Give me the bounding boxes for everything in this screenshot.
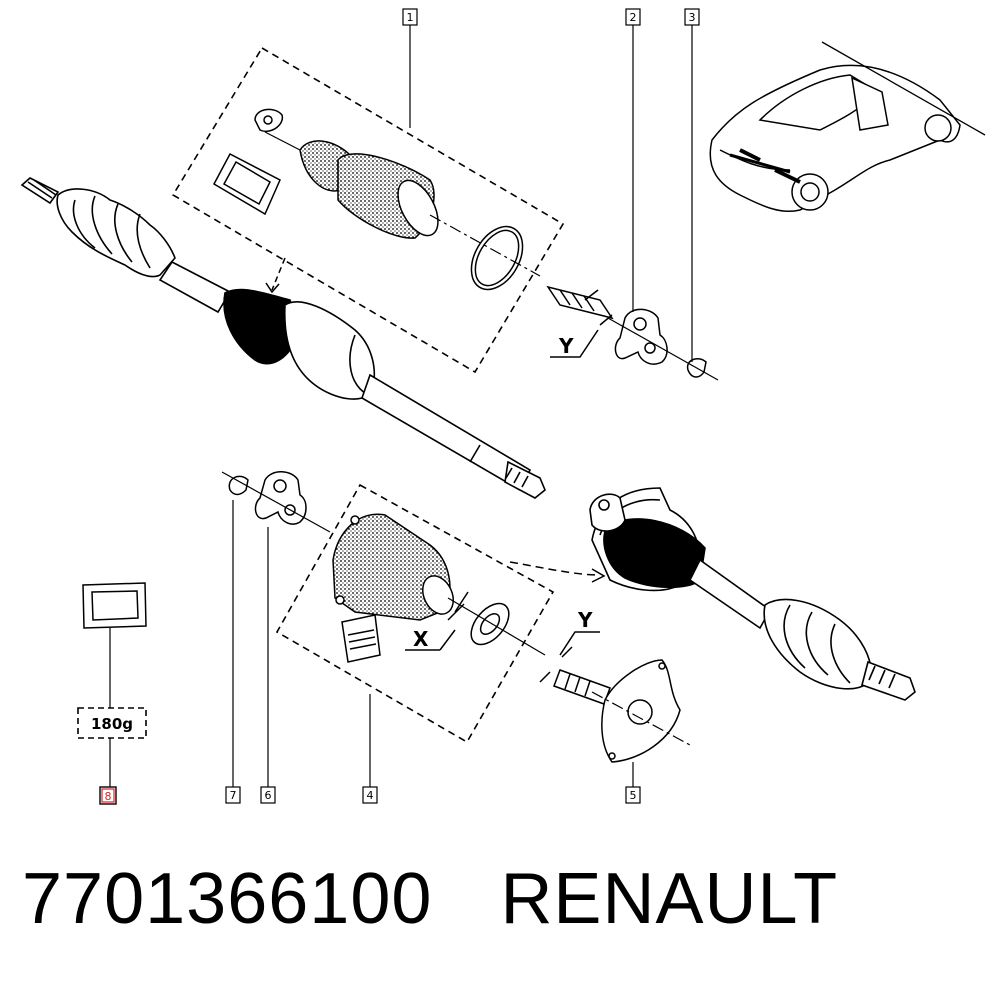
svg-text:7: 7 (230, 789, 237, 802)
svg-text:3: 3 (689, 11, 696, 24)
dimension-y-upper-label: Y (558, 334, 574, 358)
callout-3: 3 (684, 8, 700, 26)
svg-text:6: 6 (265, 789, 272, 802)
svg-text:2: 2 (630, 11, 637, 24)
upper-drive-shaft (20, 177, 546, 499)
svg-text:5: 5 (630, 789, 637, 802)
kit-4-boundary (275, 483, 555, 744)
svg-text:8: 8 (105, 790, 112, 803)
grease-sachet (82, 582, 147, 629)
brand-name: RENAULT (500, 859, 839, 939)
callout-1: 1 (402, 8, 418, 26)
callout-5: 5 (625, 786, 641, 804)
part-number: 7701366100 (22, 859, 433, 939)
svg-text:1: 1 (407, 11, 414, 24)
tripod-assembly-upper (546, 285, 707, 378)
dimension-x-label: X (413, 627, 429, 651)
dimension-x (405, 591, 469, 651)
callout-6: 6 (260, 786, 276, 804)
callout-2: 2 (625, 8, 641, 26)
kit-1-boundary (171, 46, 565, 374)
grease-quantity: 180g (91, 715, 133, 733)
dimension-y-upper (550, 289, 613, 358)
callout-leaders (232, 25, 693, 787)
callout-8: 8 (99, 786, 117, 805)
stub-shaft-flange (553, 659, 681, 763)
dimension-y-lower (539, 631, 600, 683)
grease-quantity-box (77, 707, 147, 739)
lower-drive-shaft (589, 487, 916, 701)
callout-4: 4 (362, 786, 378, 804)
caption: 7701366100 RENAULT (22, 858, 838, 940)
kit-1-parts (212, 108, 524, 294)
kit-4-parts (332, 513, 510, 663)
svg-text:4: 4 (367, 789, 374, 802)
car-illustration (709, 64, 961, 213)
callout-7: 7 (225, 786, 241, 804)
kit-1-axis (264, 131, 301, 151)
dimension-y-lower-label: Y (577, 608, 593, 632)
